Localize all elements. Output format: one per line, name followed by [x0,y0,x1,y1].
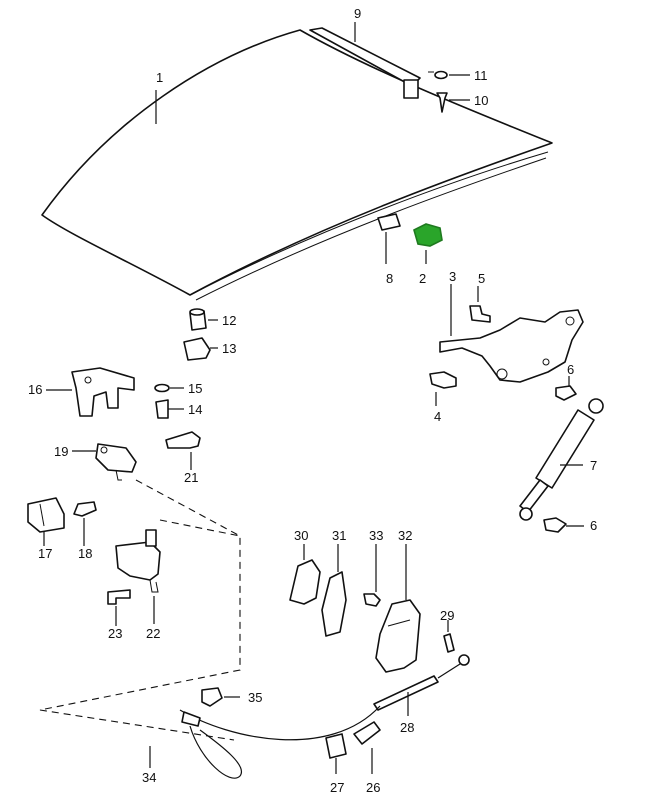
callout-1: 1 [156,70,163,85]
screw-10 [436,92,470,113]
callout-7: 7 [590,458,597,473]
callout-10: 10 [474,93,488,108]
callout-9: 9 [354,6,361,21]
callout-17: 17 [38,546,52,561]
buffer-12 [189,308,218,331]
callout-13: 13 [222,341,236,356]
bolt-14 [155,399,184,419]
release-handle-32 [375,544,421,673]
bolt-4 [429,371,457,406]
callout-33: 33 [369,528,383,543]
cable-28 [373,654,470,716]
clip-23 [107,589,131,626]
washer-11 [428,70,470,80]
callout-22: 22 [146,626,160,641]
screw-26 [353,721,381,774]
hinge-3 [439,284,584,383]
hood-panel [41,29,553,301]
callout-3: 3 [449,269,456,284]
callout-18: 18 [78,546,92,561]
bowden-cable-34 [149,705,381,779]
callout-21: 21 [184,470,198,485]
bracket-17 [27,497,65,546]
callout-4: 4 [434,409,441,424]
callout-31: 31 [332,528,346,543]
cap-13 [183,337,218,361]
bolt-21 [165,431,201,470]
callout-23: 23 [108,626,122,641]
bracket-30 [289,544,321,605]
callout-6: 6 [567,362,574,377]
seal-strip [309,22,421,99]
callout-5: 5 [478,271,485,286]
callout-19: 19 [54,444,68,459]
highlighted-clip-2 [413,223,443,264]
callout-30: 30 [294,528,308,543]
cable-routing [39,479,241,741]
callout-35: 35 [248,690,262,705]
screw-33 [363,544,381,607]
nut-27 [325,733,347,774]
callout-26: 26 [366,780,380,795]
latch-22 [115,529,161,624]
gas-strut-7 [519,398,604,521]
callout-11: 11 [474,68,488,83]
bolt-5 [469,286,491,323]
ball-stud-6a [555,376,577,401]
callout-14: 14 [188,402,202,417]
callout-12: 12 [222,313,236,328]
callout-8: 8 [386,271,393,286]
callout-16: 16 [28,382,42,397]
lock-19 [72,443,137,481]
lock-bracket-16 [46,367,135,417]
callout-29: 29 [440,608,454,623]
bolt-18 [73,501,97,546]
pin-29 [443,620,455,653]
ball-stud-6b [543,517,584,533]
callout-2: 2 [419,271,426,286]
clip-8 [377,213,401,264]
callout-27: 27 [330,780,344,795]
callout-34: 34 [142,770,156,785]
callout-6-second: 6 [590,518,597,533]
callout-32: 32 [398,528,412,543]
callout-15: 15 [188,381,202,396]
clip-35 [201,687,240,707]
callout-28: 28 [400,720,414,735]
lever-31 [321,544,347,637]
washer-15 [154,383,184,393]
